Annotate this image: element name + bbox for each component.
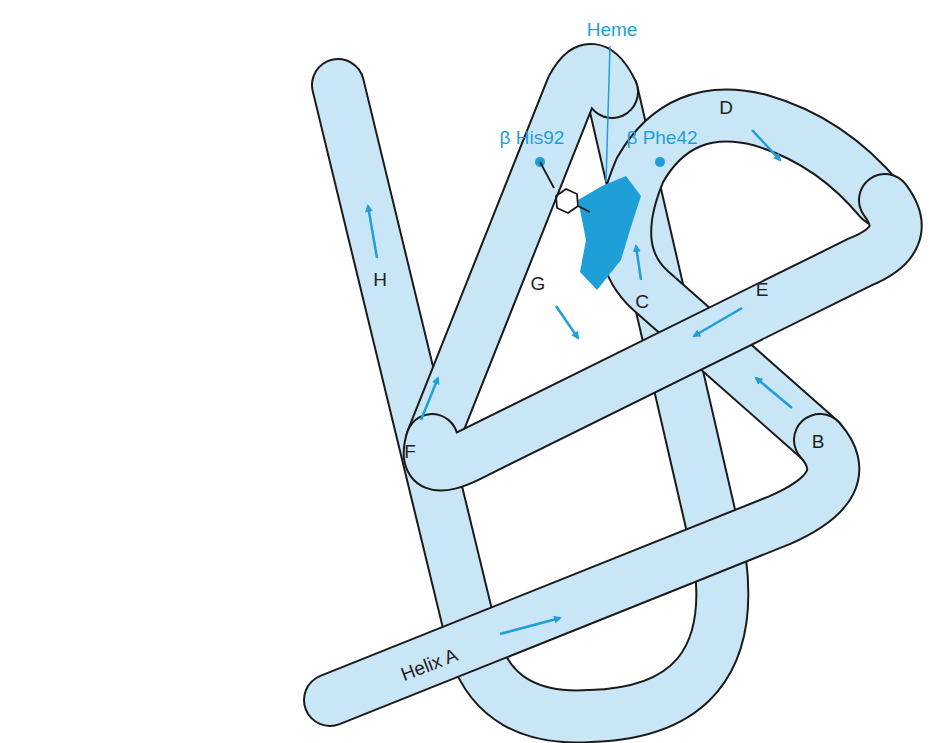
helix-letter: C — [635, 292, 649, 313]
side-chain — [578, 206, 590, 212]
direction-arrow — [500, 618, 560, 634]
helix-letter: H — [373, 270, 387, 291]
direction-arrow — [421, 378, 438, 420]
helix-tube — [330, 440, 833, 700]
residue-label: β His92 — [500, 128, 565, 149]
direction-arrow — [556, 306, 578, 338]
imidazole-ring — [556, 189, 578, 213]
side-chain — [540, 162, 554, 188]
direction-arrow — [368, 206, 377, 258]
helix-letter: G — [531, 274, 546, 295]
helix-letter: E — [756, 280, 769, 301]
direction-arrow — [694, 308, 742, 336]
heme-group — [578, 176, 641, 290]
leader-line — [606, 46, 610, 182]
helix-letter: F — [404, 442, 416, 463]
residue-dot — [655, 157, 665, 167]
helix-letter: D — [719, 98, 733, 119]
helix-letter: B — [812, 432, 825, 453]
direction-arrow — [636, 246, 641, 280]
direction-arrow — [756, 378, 792, 408]
residue-label: β Phe42 — [626, 128, 697, 149]
direction-arrow — [752, 130, 780, 160]
structure-label: Heme — [587, 20, 638, 41]
helix-outline — [330, 440, 833, 700]
